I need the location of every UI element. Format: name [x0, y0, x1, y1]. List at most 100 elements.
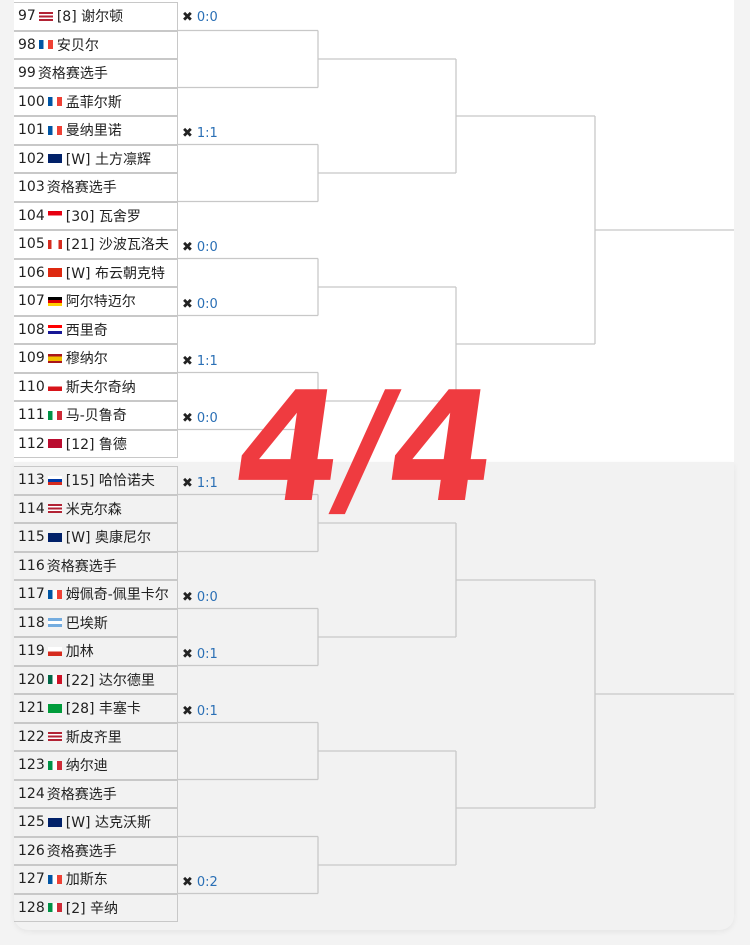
player-slot[interactable]: 105[21] 沙波瓦洛夫	[14, 230, 178, 259]
h2h-record: 0:1	[196, 647, 218, 662]
country-flag-icon	[47, 589, 62, 599]
draw-position: 119	[18, 643, 45, 660]
player-slot[interactable]: 119 加林	[14, 637, 178, 666]
head-to-head[interactable]: ✖0:0	[182, 590, 218, 605]
draw-position: 116	[18, 557, 45, 574]
player-slot[interactable]: 121[28] 丰塞卡	[14, 694, 178, 723]
draw-position: 102	[18, 150, 45, 167]
country-flag-icon	[47, 475, 62, 485]
player-name: 马-贝鲁奇	[65, 408, 127, 425]
country-flag-icon	[47, 125, 62, 135]
head-to-head[interactable]: ✖0:0	[182, 411, 218, 426]
country-flag-icon	[47, 239, 62, 249]
country-flag-icon	[47, 646, 62, 656]
draw-position: 125	[18, 814, 45, 831]
player-name: [W] 达克沃斯	[65, 815, 151, 832]
head-to-head[interactable]: ✖1:1	[182, 126, 218, 141]
player-name: 资格赛选手	[46, 786, 117, 803]
draw-position: 101	[18, 122, 45, 139]
head-to-head[interactable]: ✖0:1	[182, 704, 218, 719]
head-to-head[interactable]: ✖1:1	[182, 354, 218, 369]
player-slot[interactable]: 114 米克尔森	[14, 494, 178, 523]
player-name: [W] 奥康尼尔	[65, 530, 151, 547]
player-slot[interactable]: 112[12] 鲁德	[14, 429, 178, 458]
country-flag-icon	[47, 325, 62, 335]
player-name: [28] 丰塞卡	[65, 701, 141, 718]
crossed-rackets-icon: ✖	[182, 354, 193, 369]
player-name: [8] 谢尔顿	[56, 9, 124, 26]
draw-position: 112	[18, 435, 45, 452]
h2h-record: 1:1	[196, 476, 218, 491]
country-flag-icon	[47, 296, 62, 306]
head-to-head[interactable]: ✖0:0	[182, 10, 218, 25]
head-to-head[interactable]: ✖0:0	[182, 240, 218, 255]
player-name: [W] 土方凛辉	[65, 151, 151, 168]
draw-position: 98	[18, 36, 36, 53]
head-to-head[interactable]: ✖0:1	[182, 647, 218, 662]
head-to-head[interactable]: ✖0:0	[182, 297, 218, 312]
crossed-rackets-icon: ✖	[182, 647, 193, 662]
player-name: 加林	[65, 644, 94, 661]
draw-position: 105	[18, 236, 45, 253]
player-slot[interactable]: 106[W] 布云朝克特	[14, 258, 178, 287]
player-name: 加斯东	[65, 872, 108, 889]
bracket-panel-top	[14, 0, 734, 462]
draw-position: 120	[18, 671, 45, 688]
player-slot[interactable]: 111 马-贝鲁奇	[14, 401, 178, 430]
player-slot[interactable]: 128[2] 辛纳	[14, 893, 178, 922]
draw-position: 115	[18, 529, 45, 546]
head-to-head[interactable]: ✖1:1	[182, 476, 218, 491]
draw-position: 114	[18, 500, 45, 517]
country-flag-icon	[47, 874, 62, 884]
country-flag-icon	[47, 439, 62, 449]
player-name: [30] 瓦舍罗	[65, 208, 141, 225]
draw-position: 111	[18, 407, 45, 424]
player-slot[interactable]: 120 [22] 达尔德里	[14, 665, 178, 694]
draw-position: 109	[18, 350, 45, 367]
player-name: 资格赛选手	[37, 66, 108, 83]
crossed-rackets-icon: ✖	[182, 297, 193, 312]
player-slot[interactable]: 104[30] 瓦舍罗	[14, 201, 178, 230]
draw-position: 117	[18, 586, 45, 603]
player-slot[interactable]: 97[8] 谢尔顿	[14, 2, 178, 31]
country-flag-icon	[47, 410, 62, 420]
player-slot[interactable]: 113[15] 哈恰诺夫	[14, 466, 178, 495]
h2h-record: 0:2	[196, 875, 218, 890]
draw-position: 103	[18, 179, 45, 196]
h2h-record: 0:0	[196, 240, 218, 255]
draw-position: 108	[18, 321, 45, 338]
draw-position: 107	[18, 293, 45, 310]
player-name: 米克尔森	[65, 501, 122, 518]
player-name: 资格赛选手	[46, 558, 117, 575]
player-slot[interactable]: 125 [W] 达克沃斯	[14, 808, 178, 837]
player-name: 巴埃斯	[65, 615, 108, 632]
crossed-rackets-icon: ✖	[182, 476, 193, 491]
h2h-record: 0:1	[196, 704, 218, 719]
player-slot[interactable]: 102 [W] 土方凛辉	[14, 144, 178, 173]
head-to-head[interactable]: ✖0:2	[182, 875, 218, 890]
player-slot[interactable]: 115 [W] 奥康尼尔	[14, 523, 178, 552]
country-flag-icon	[47, 382, 62, 392]
player-name: [2] 辛纳	[65, 900, 119, 917]
draw-position: 126	[18, 842, 45, 859]
crossed-rackets-icon: ✖	[182, 126, 193, 141]
player-name: [22] 达尔德里	[65, 672, 155, 689]
